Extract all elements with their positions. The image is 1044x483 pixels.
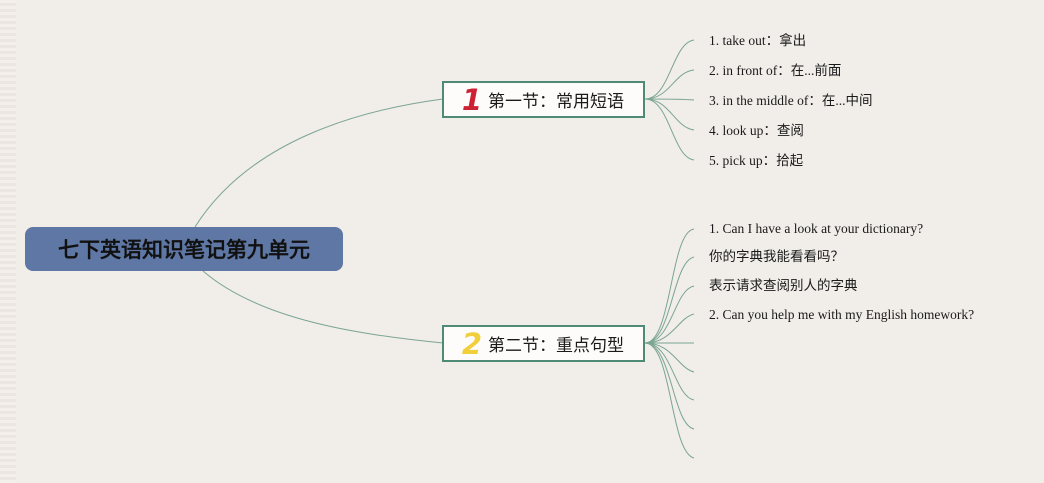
- number-2-icon: 2: [461, 326, 483, 361]
- root-node[interactable]: 七下英语知识笔记第九单元: [25, 227, 343, 271]
- connector-s2-item-7: [644, 342, 695, 401]
- connector-s2-item-9: [644, 342, 695, 459]
- connector-s1-item-1: [644, 39, 695, 100]
- leaf-item[interactable]: 2. in front of：在...前面: [709, 63, 842, 78]
- leaf-item[interactable]: 你的字典我能看看吗？: [709, 249, 844, 264]
- section-title: 第一节：常用短语: [488, 92, 624, 112]
- leaf-item[interactable]: 表示请求查阅别人的字典: [709, 278, 858, 293]
- number-1-icon: 1: [461, 82, 483, 117]
- leaf-item[interactable]: 1. take out：拿出: [709, 33, 807, 48]
- section-node-1[interactable]: 1 第一节：常用短语: [442, 81, 645, 118]
- leaf-item[interactable]: 2. Can you help me with my English homew…: [709, 307, 975, 322]
- section-node-2[interactable]: 2 第二节：重点句型: [442, 325, 645, 362]
- section-title: 第二节：重点句型: [488, 336, 624, 356]
- connector-s2-item-4: [644, 313, 695, 344]
- root-title: 七下英语知识笔记第九单元: [58, 238, 310, 262]
- connector-s2-item-1: [644, 228, 695, 344]
- connector-s2-item-8: [644, 342, 695, 430]
- connector-s2-item-6: [644, 342, 695, 373]
- leaf-item[interactable]: 4. look up：查阅: [709, 123, 804, 138]
- connector-root-section-2: [202, 270, 444, 344]
- left-edge-strip: [0, 0, 16, 483]
- connector-s1-item-4: [644, 98, 695, 131]
- connector-root-section-1: [194, 98, 444, 228]
- leaf-item[interactable]: 5. pick up：拾起: [709, 153, 804, 168]
- leaf-item[interactable]: 3. in the middle of：在...中间: [709, 93, 873, 108]
- connector-s1-item-5: [644, 98, 695, 161]
- connector-s1-item-2: [644, 69, 695, 100]
- leaf-item[interactable]: 1. Can I have a look at your dictionary?: [709, 221, 924, 236]
- connector-s2-item-3: [644, 285, 695, 344]
- connector-s1-item-3: [644, 98, 695, 101]
- connector-s2-item-2: [644, 256, 695, 344]
